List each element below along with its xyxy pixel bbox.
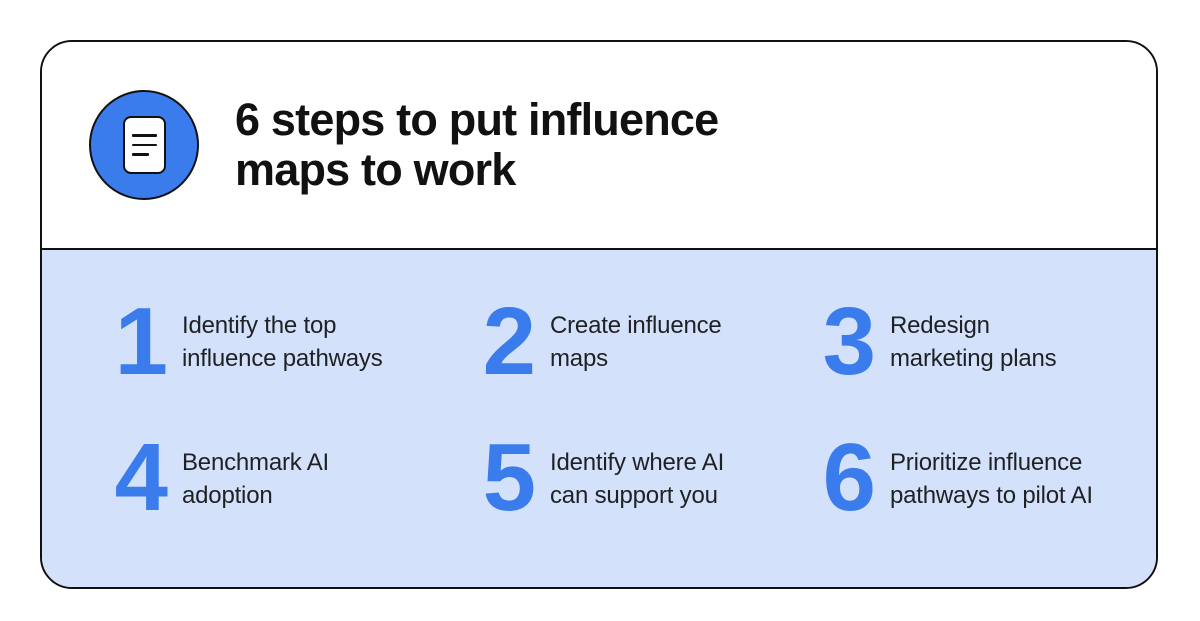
step-6-label-line-1: Prioritize influence [890, 448, 1083, 476]
document-icon [89, 90, 199, 200]
step-6-label: Prioritize influence pathways to pilot A… [890, 446, 1093, 512]
step-4: 4 Benchmark AI adoption [108, 424, 476, 532]
page-title: 6 steps to put influence maps to work [235, 94, 719, 195]
step-3: 3 Redesign marketing plans [816, 287, 1136, 395]
step-5-label-line-2: can support you [550, 481, 718, 509]
step-1-label: Identify the top influence pathways [182, 309, 383, 375]
step-4-label: Benchmark AI adoption [182, 446, 329, 512]
step-1-label-line-1: Identify the top [182, 312, 337, 340]
step-2: 2 Create influence maps [476, 287, 816, 395]
document-sheet-glyph [122, 116, 166, 174]
document-line-icon [131, 143, 157, 147]
step-5-label: Identify where AI can support you [550, 446, 724, 512]
step-3-label-line-2: marketing plans [890, 345, 1057, 373]
step-2-number: 2 [482, 287, 536, 395]
document-line-icon [131, 153, 149, 156]
step-5: 5 Identify where AI can support you [476, 424, 816, 532]
step-4-number: 4 [114, 424, 168, 532]
step-3-label-line-1: Redesign [890, 312, 990, 340]
page-title-line-1: 6 steps to put influence [235, 94, 719, 145]
step-2-label-line-1: Create influence [550, 312, 722, 340]
step-1-label-line-2: influence pathways [182, 345, 383, 373]
step-5-label-line-1: Identify where AI [550, 448, 725, 476]
step-3-number: 3 [822, 287, 876, 395]
step-5-number: 5 [482, 424, 536, 532]
step-6: 6 Prioritize influence pathways to pilot… [816, 424, 1136, 532]
document-line-icon [131, 134, 157, 137]
step-2-label: Create influence maps [550, 309, 722, 375]
page-title-line-2: maps to work [235, 144, 516, 195]
step-1: 1 Identify the top influence pathways [108, 287, 476, 395]
step-6-number: 6 [822, 424, 876, 532]
step-2-label-line-2: maps [550, 345, 608, 373]
step-1-number: 1 [114, 287, 168, 395]
step-3-label: Redesign marketing plans [890, 309, 1057, 375]
step-4-label-line-2: adoption [182, 481, 273, 509]
infographic-card: 6 steps to put influence maps to work 1 … [40, 40, 1158, 589]
step-6-label-line-2: pathways to pilot AI [890, 481, 1093, 509]
step-4-label-line-1: Benchmark AI [182, 448, 330, 476]
steps-grid: 1 Identify the top influence pathways 2 … [42, 250, 1156, 587]
card-header: 6 steps to put influence maps to work [42, 42, 1156, 250]
